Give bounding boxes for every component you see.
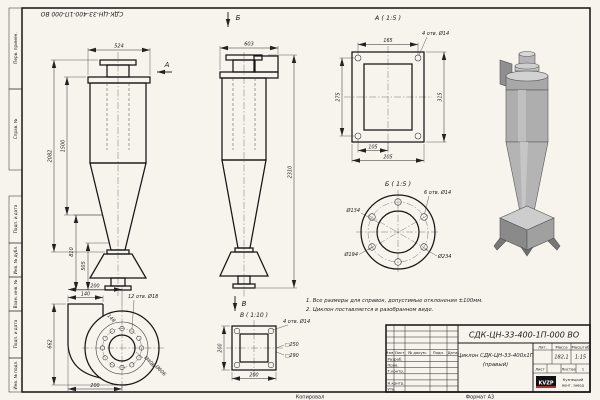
dim-275: 275 xyxy=(336,92,342,101)
margin-label: Инв. № дубл. xyxy=(13,246,18,275)
sig-col-izm: Изм. xyxy=(386,350,395,355)
sig-utv: Утв. xyxy=(388,387,396,392)
notes: 1. Все размеры для справок, допустимые о… xyxy=(306,298,483,313)
sig-col-data: Дата xyxy=(448,350,458,355)
dim-d134: Ø134 xyxy=(346,207,360,214)
part-name-line1: Циклон СДК-ЦН-33-400х1П xyxy=(457,353,534,359)
sig-prov: Пров. xyxy=(388,362,399,367)
sheet-label: Лист xyxy=(535,366,545,371)
side-view: 603 2310 Б В xyxy=(219,12,297,311)
view-b-holes-note: 6 отв. Ø14 xyxy=(424,189,451,196)
dim-sq290: □290 xyxy=(285,353,299,359)
dim-200-bottom: 200 xyxy=(90,383,99,389)
margin-label: Взам. инв. № xyxy=(13,279,18,308)
dim-603: 603 xyxy=(244,42,254,48)
scale-value: 1:15 xyxy=(575,355,586,361)
copied-label: Копировал xyxy=(296,395,325,400)
margin-label: Подп. и дата xyxy=(13,204,18,233)
doc-number: СДК-ЦН-33-400-1П-000 ВО xyxy=(469,331,579,340)
scale-label: Масштаб xyxy=(571,344,590,349)
view-v-title: В ( 1:10 ) xyxy=(240,312,268,319)
view-a-title: А ( 1:5 ) xyxy=(374,14,401,22)
detail-view-v: В ( 1:10 ) 4 отв. Ø14 200 200 □250 □290 xyxy=(218,312,310,381)
front-view: 524 1500 2082 810 505 А xyxy=(48,44,172,296)
margin-label: Подп. и дата xyxy=(13,319,18,348)
sig-col-docum: № докум. xyxy=(408,350,427,355)
sig-tkontr: Т.контр. xyxy=(387,369,404,374)
sheets-label: Листов xyxy=(561,366,576,371)
dim-d234: Ø234 xyxy=(437,253,451,260)
sheets-value: 1 xyxy=(582,366,585,371)
note-1: 1. Все размеры для справок, допустимые о… xyxy=(306,298,483,304)
company-line2: вент. завод xyxy=(562,384,584,388)
left-margin-column: Перв. примен. Справ. № Подп. и дата Инв.… xyxy=(8,7,23,393)
section-label-v: В xyxy=(242,300,247,308)
dim-148: 148 xyxy=(106,313,117,324)
dim-200-top: 200 xyxy=(90,284,99,290)
dim-2082: 2082 xyxy=(48,150,54,163)
lit-label: Лит. xyxy=(538,344,547,349)
dim-315: 315 xyxy=(438,92,444,101)
part-name-line2: (правый) xyxy=(483,362,508,368)
logo-text: KVZP xyxy=(538,381,553,387)
dim-165: 165 xyxy=(383,38,392,44)
dim-524: 524 xyxy=(114,44,124,50)
scroll-view: 140 200 662 200 12 отв. Ø18 Ø406 Ø606 14… xyxy=(48,284,168,392)
format-label: Формат А3 xyxy=(466,395,494,400)
doc-number-flipped: СДК-ЦН-33-400-1П-000 ВО xyxy=(40,10,123,17)
dim-205: 205 xyxy=(383,155,392,161)
dim-505: 505 xyxy=(81,261,87,271)
dim-810: 810 xyxy=(69,247,75,257)
view-v-holes-note: 4 отв. Ø14 xyxy=(283,318,310,325)
sig-nkontr: Н.контр. xyxy=(388,381,405,386)
note-2: 2. Циклон поставляется в разобранном вид… xyxy=(306,307,433,313)
bottom-margin: Копировал Формат А3 xyxy=(296,395,495,400)
dim-1500: 1500 xyxy=(61,140,67,153)
sig-col-podp: Подп. xyxy=(433,350,445,355)
isometric-view xyxy=(493,51,561,257)
margin-label: Инв. № подл. xyxy=(13,361,18,390)
dim-105: 105 xyxy=(368,145,377,151)
sig-col-list: Лист xyxy=(395,350,405,355)
company-line1: Кузнецкий xyxy=(563,378,584,382)
margin-label: Перв. примен. xyxy=(13,32,18,63)
dim-2310: 2310 xyxy=(288,166,294,179)
view-b-title: Б ( 1:5 ) xyxy=(385,180,411,188)
company-logo: KVZP xyxy=(536,376,556,388)
dim-140: 140 xyxy=(81,292,90,298)
margin-label: Справ. № xyxy=(13,118,18,139)
section-label-b: Б xyxy=(236,14,241,22)
scroll-holes-note: 12 отв. Ø18 xyxy=(128,293,158,300)
title-block: СДК-ЦН-33-400-1П-000 ВО Изм. Лист № доку… xyxy=(385,324,591,393)
section-label-a: А xyxy=(164,61,170,69)
mass-value: 182,1 xyxy=(554,355,568,361)
dim-200-left: 200 xyxy=(218,343,224,352)
view-a-holes-note: 4 отв. Ø14 xyxy=(422,30,449,37)
sig-razrab: Разраб. xyxy=(388,356,403,361)
detail-view-b: Б ( 1:5 ) 6 отв. Ø14 Ø134 Ø194 Ø234 xyxy=(344,180,451,274)
dim-662: 662 xyxy=(48,339,54,348)
dim-200-bottom: 200 xyxy=(249,373,258,379)
dim-sq250: □250 xyxy=(285,342,299,348)
mass-label: Масса xyxy=(555,344,567,349)
dim-d194: Ø194 xyxy=(344,251,358,258)
detail-view-a: А ( 1:5 ) 4 отв. Ø14 165 275 315 105 205 xyxy=(336,14,449,163)
